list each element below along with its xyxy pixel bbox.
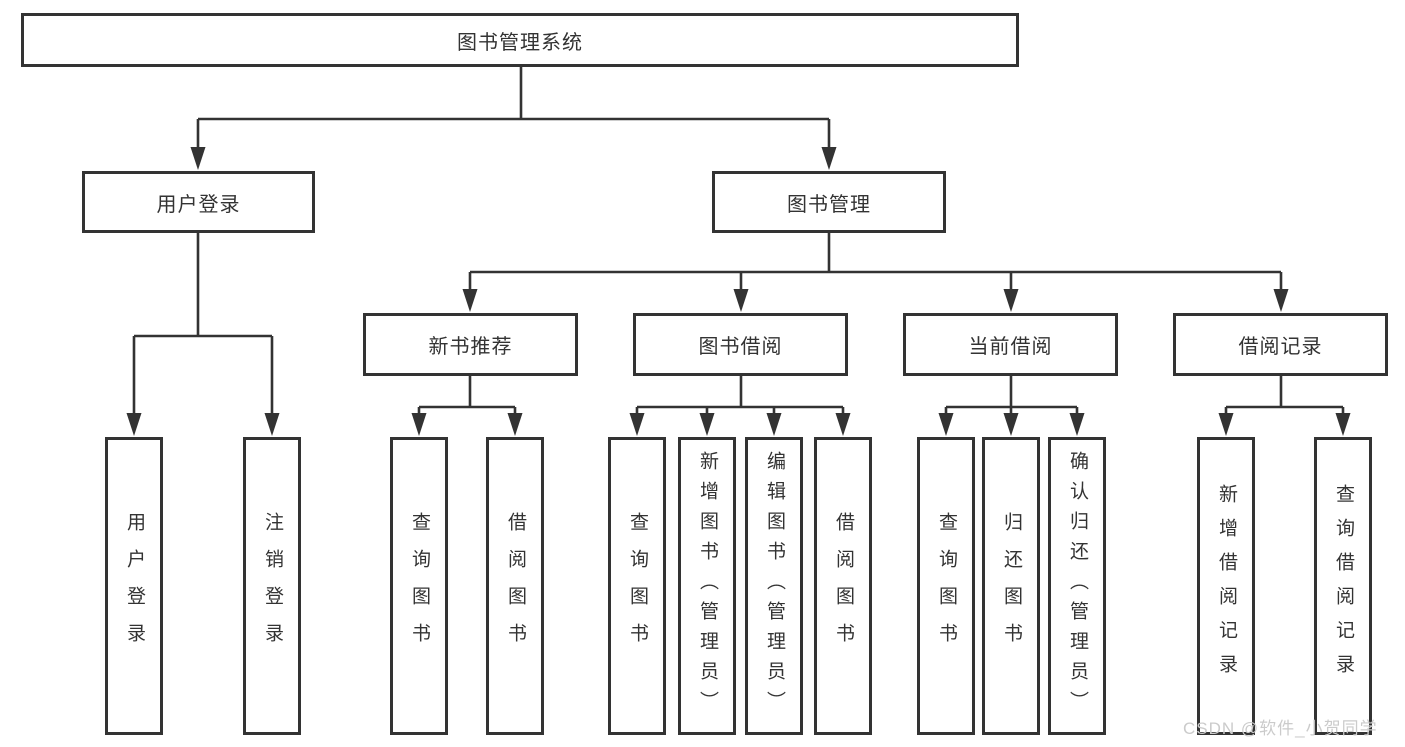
node-book-borrow: 图书借阅 <box>633 313 848 376</box>
node-new-book-rec-label: 新书推荐 <box>428 336 513 358</box>
node-current-borrow: 当前借阅 <box>903 313 1118 376</box>
leaf-confirm-return-admin-label: 确认归还（管理员） <box>1066 451 1088 721</box>
leaf-logout-login: 注销登录 <box>243 437 301 735</box>
leaf-borrow-books-2: 借阅图书 <box>814 437 872 735</box>
leaf-query-borrow-record: 查询借阅记录 <box>1314 437 1372 735</box>
leaf-borrow-books-1: 借阅图书 <box>486 437 544 735</box>
leaf-return-books-label: 归还图书 <box>1000 512 1022 660</box>
leaf-return-books: 归还图书 <box>982 437 1040 735</box>
node-book-borrow-label: 图书借阅 <box>698 336 783 358</box>
node-user-login: 用户登录 <box>82 171 315 233</box>
leaf-query-books-2-label: 查询图书 <box>626 512 648 660</box>
node-book-mgmt-label: 图书管理 <box>787 193 871 216</box>
node-new-book-rec: 新书推荐 <box>363 313 578 376</box>
leaf-edit-book-admin: 编辑图书（管理员） <box>745 437 803 735</box>
node-user-login-label: 用户登录 <box>156 193 241 216</box>
leaf-add-book-admin: 新增图书（管理员） <box>678 437 736 735</box>
node-borrow-records: 借阅记录 <box>1173 313 1388 376</box>
connector-path <box>132 67 1345 416</box>
leaf-query-books-2: 查询图书 <box>608 437 666 735</box>
leaf-query-books-1: 查询图书 <box>390 437 448 735</box>
leaf-user-login-label: 用户登录 <box>123 512 145 660</box>
node-root-label: 图书管理系统 <box>457 31 583 54</box>
leaf-borrow-books-1-label: 借阅图书 <box>504 512 526 660</box>
leaf-edit-book-admin-label: 编辑图书（管理员） <box>763 451 785 721</box>
leaf-add-borrow-record: 新增借阅记录 <box>1197 437 1255 735</box>
node-root: 图书管理系统 <box>21 13 1019 67</box>
csdn-watermark: CSDN @软件_小贺同学 <box>1183 719 1378 738</box>
leaf-confirm-return-admin: 确认归还（管理员） <box>1048 437 1106 735</box>
leaf-add-borrow-record-label: 新增借阅记录 <box>1215 484 1237 688</box>
node-book-mgmt: 图书管理 <box>712 171 946 233</box>
leaf-logout-login-label: 注销登录 <box>261 512 283 660</box>
leaf-query-books-3-label: 查询图书 <box>935 512 957 660</box>
node-borrow-records-label: 借阅记录 <box>1238 336 1323 358</box>
leaf-add-book-admin-label: 新增图书（管理员） <box>696 451 718 721</box>
leaf-query-books-1-label: 查询图书 <box>408 512 430 660</box>
leaf-borrow-books-2-label: 借阅图书 <box>832 512 854 660</box>
arrowhead-icons <box>126 147 1351 436</box>
leaf-user-login: 用户登录 <box>105 437 163 735</box>
leaf-query-books-3: 查询图书 <box>917 437 975 735</box>
leaf-query-borrow-record-label: 查询借阅记录 <box>1332 484 1354 688</box>
node-current-borrow-label: 当前借阅 <box>968 336 1053 358</box>
